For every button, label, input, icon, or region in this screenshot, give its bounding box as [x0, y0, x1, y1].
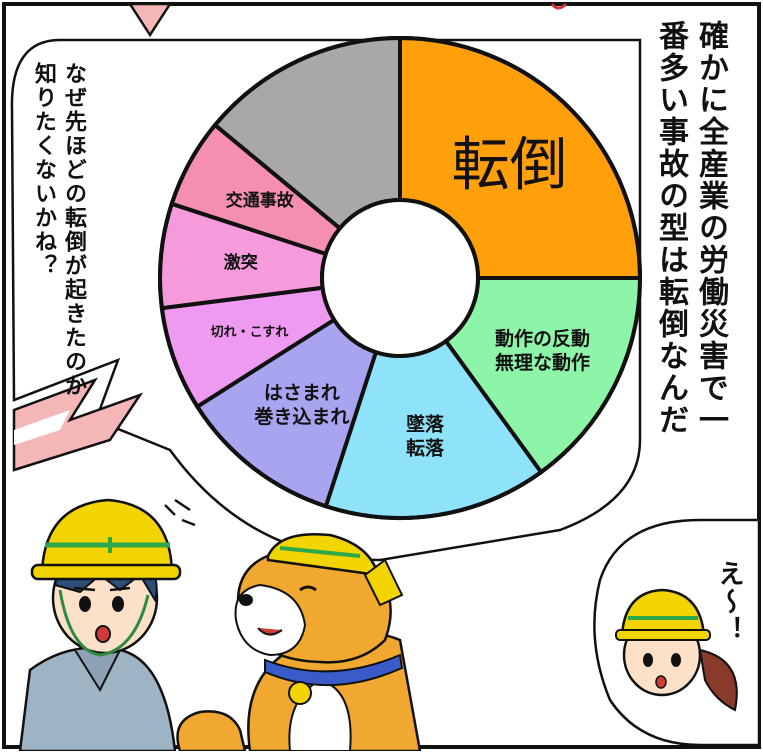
pie-outline	[158, 36, 642, 520]
worker-strap	[58, 589, 150, 657]
reaction-dialogue: え〜！	[714, 560, 744, 644]
dog-muzzle	[234, 583, 307, 657]
girl-helmet	[620, 588, 706, 637]
motion-lines	[164, 498, 196, 527]
dog-paw	[176, 710, 247, 753]
helmet-cross	[102, 537, 118, 553]
narration-text: 確かに全産業の労働災害で一番多い事故の型は転倒なんだ	[653, 20, 728, 436]
worker-brow-left	[73, 586, 96, 592]
girl-character	[615, 588, 738, 712]
worker-mouth	[95, 625, 111, 643]
pie-label-2: 墜落転落	[406, 412, 445, 459]
dog-character	[176, 533, 422, 753]
pie-center-hole	[320, 198, 480, 358]
worker-brow-right	[109, 586, 131, 592]
pie-label-5: 激突	[224, 252, 258, 273]
dog-bell	[288, 681, 312, 705]
pie-label-1: 動作の反動無理な動作	[495, 327, 590, 374]
dog-mouth	[257, 627, 283, 636]
pie-label-4: 切れ・こすれ	[211, 325, 289, 340]
worker-collar	[74, 649, 121, 693]
girl-helmet-brim	[615, 629, 711, 641]
spiky-bubble-top	[127, 2, 173, 38]
girl-ponytail	[698, 648, 738, 712]
girl-eye-right	[671, 653, 681, 667]
worker-eye-left	[79, 596, 91, 612]
helmet	[40, 498, 174, 574]
pie-label-6: 交通事故	[226, 190, 295, 211]
dog-helmet-ear	[363, 558, 404, 607]
spiky-tail-inner	[14, 410, 70, 445]
spiky-tail-left	[12, 377, 144, 472]
bubble-fragment-top-right	[550, 2, 568, 10]
pie-label-3: はさまれ巻き込まれ	[253, 382, 349, 428]
dog-nose	[239, 594, 253, 606]
dog-helmet-stripe	[279, 546, 361, 558]
girl-eye-left	[643, 653, 653, 667]
dog-eye	[299, 585, 317, 592]
pie-label-0: 転倒	[452, 131, 568, 199]
girl-mouth	[655, 675, 667, 689]
worker-character	[18, 498, 182, 753]
worker-eye-right	[112, 596, 124, 612]
question-dialogue: なぜ先ほどの転倒が起きたのか知りたくないかね？	[31, 62, 86, 398]
helmet-brim	[30, 563, 182, 581]
